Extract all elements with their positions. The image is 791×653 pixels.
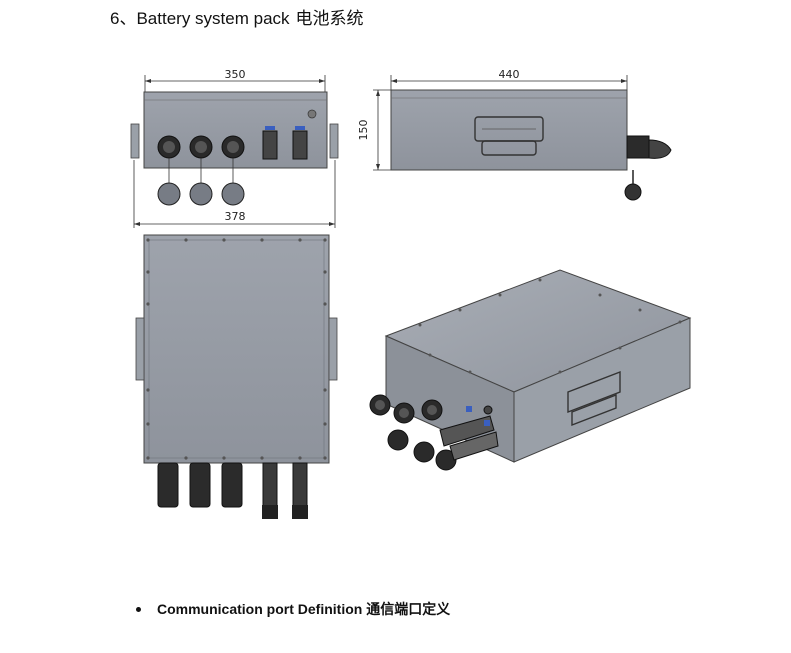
bullet-item: Communication port Definition 通信端口定义: [136, 599, 450, 619]
dim-top-width: 350: [225, 68, 246, 81]
isometric-view: [369, 269, 692, 471]
top-view: [135, 234, 338, 519]
bullet-text: Communication port Definition: [157, 601, 363, 617]
section-number: 6、: [110, 9, 137, 28]
section-title: Battery system pack: [136, 9, 290, 28]
top-view-connectors: [157, 462, 308, 519]
section-title-zh: 电池系统: [295, 9, 364, 28]
dim-front-width: 378: [225, 210, 246, 223]
front-round-connectors: [157, 135, 245, 159]
front-view: 350 378: [130, 68, 339, 228]
section-heading: 6、Battery system pack 电池系统: [110, 4, 364, 29]
dim-side-height: 150: [357, 120, 370, 141]
bullet-dot: [136, 606, 141, 612]
dim-side-length: 440: [499, 68, 520, 81]
bullet-text-zh: 通信端口定义: [366, 601, 451, 617]
side-view: 440 150: [357, 68, 672, 201]
